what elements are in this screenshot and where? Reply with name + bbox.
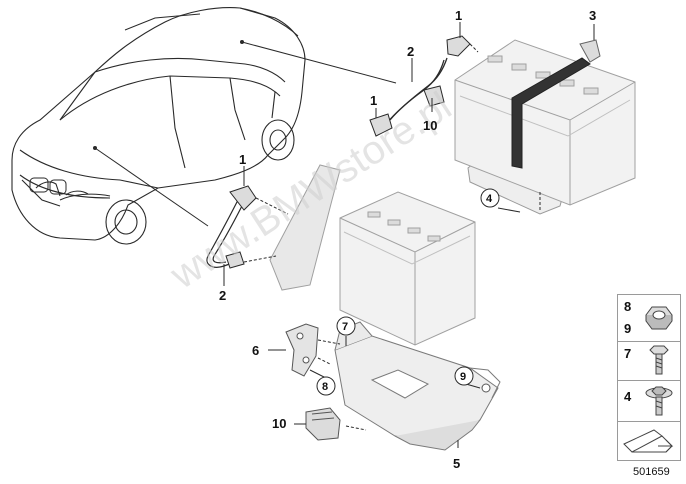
bolt-icon [649,345,669,375]
pointer-dot [240,40,244,44]
legend-num-8: 8 [624,299,632,314]
car-outline [11,7,306,245]
terminal-clamp-icon [369,35,471,137]
flange-screw-icon [645,386,673,416]
car-pointer-lines [94,41,397,227]
battery-upper [454,39,636,215]
reference-number: 501659 [633,466,670,478]
legend-nut: 8 9 [617,294,681,342]
callout-10: 10 [272,416,286,431]
svg-text:7: 7 [342,321,348,333]
hex-nut-icon [645,306,673,330]
cable-lower [206,195,247,268]
callout-2: 2 [219,288,226,303]
callout-1: 1 [370,93,377,108]
circled-callout-9: 9 [454,366,474,386]
svg-text:8: 8 [322,381,328,393]
legend-screw: 4 [617,380,681,422]
pointer-dot [93,146,97,150]
callout-6: 6 [252,343,259,358]
callout-1: 1 [455,8,462,23]
legend-num-7: 7 [624,346,632,361]
svg-text:9: 9 [460,371,466,383]
circled-callout-4: 4 [480,188,500,208]
legend-num-4: 4 [624,389,632,404]
circled-callout-8: 8 [316,376,336,396]
dashed-leaders [243,192,541,263]
callout-1: 1 [239,152,246,167]
callout-2: 2 [407,44,414,59]
battery-tray [334,321,501,451]
battery-lower [269,164,476,346]
legend-arrow [617,421,681,461]
connector-10 [305,407,341,441]
dashed-leaders [317,339,367,431]
arrow-right-icon [623,429,674,453]
legend-bolt: 7 [617,341,681,381]
svg-text:4: 4 [486,193,493,205]
callout-3: 3 [589,8,596,23]
bracket-6 [285,323,319,377]
grille-icon [29,177,67,195]
callout-5: 5 [453,456,460,471]
legend-num-9: 9 [624,321,632,336]
callout-10: 10 [423,118,437,133]
callout-leaders [223,22,595,448]
circled-callout-7: 7 [336,316,356,336]
